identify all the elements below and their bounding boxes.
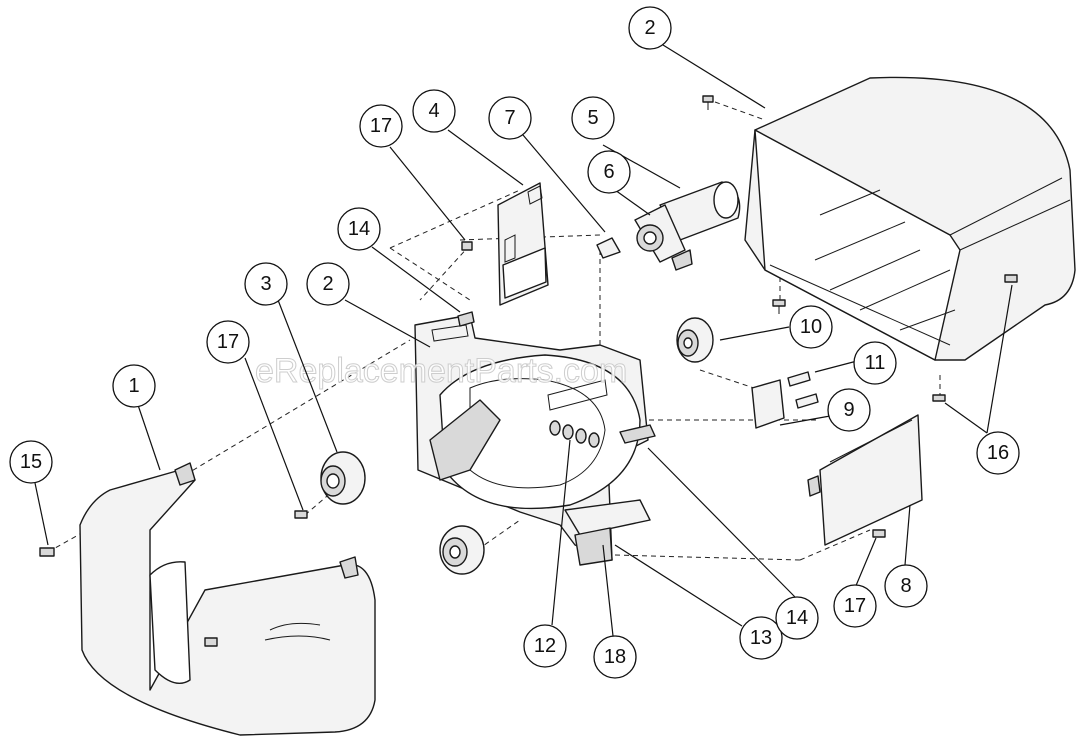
callout-label: 17 [844, 595, 866, 617]
callout-17-a: 17 [359, 104, 403, 148]
circuit-board-upper [497, 182, 549, 306]
screw-top [702, 95, 714, 110]
callout-17-b: 17 [206, 320, 250, 364]
screw-15 [39, 547, 55, 557]
callout-label: 14 [348, 218, 370, 240]
callout-7: 7 [488, 96, 532, 140]
callout-10: 10 [789, 305, 833, 349]
callout-label: 8 [900, 575, 911, 597]
callout-2-top: 2 [628, 6, 672, 50]
leader-lines [34, 44, 1013, 637]
screw-17-a [461, 241, 473, 251]
screw-lens [204, 637, 218, 647]
callout-label: 18 [604, 646, 626, 668]
housing-cover [744, 76, 1076, 361]
watermark-text: eReplacementParts.com [255, 352, 627, 390]
callout-label: 14 [786, 607, 808, 629]
callout-label: 5 [587, 107, 598, 129]
callout-2-b: 2 [306, 262, 350, 306]
callout-label: 3 [260, 273, 271, 295]
callout-8: 8 [884, 564, 928, 608]
callout-label: 7 [504, 107, 515, 129]
screw-16-b [932, 394, 946, 402]
screw-17-c [872, 529, 886, 538]
callout-label: 2 [644, 17, 655, 39]
callout-label: 12 [534, 635, 556, 657]
motor-bracket [596, 237, 621, 259]
callout-label: 6 [603, 161, 614, 183]
callout-label: 13 [750, 627, 772, 649]
lens-cover [79, 462, 376, 736]
callout-16: 16 [976, 431, 1020, 475]
callout-label: 2 [322, 273, 333, 295]
callout-18: 18 [593, 635, 637, 679]
callout-17-c: 17 [833, 584, 877, 628]
motor-assembly [634, 181, 741, 271]
callout-label: 17 [217, 331, 239, 353]
callout-14-a: 14 [337, 207, 381, 251]
callout-label: 11 [865, 352, 886, 374]
sprocket [320, 451, 366, 505]
logic-board [807, 414, 923, 546]
terminals [787, 371, 819, 409]
callout-3: 3 [244, 262, 288, 306]
callout-label: 16 [987, 442, 1009, 464]
screw-17-b [294, 510, 308, 519]
callout-label: 4 [428, 100, 439, 122]
small-board [751, 379, 785, 429]
callout-13: 13 [739, 616, 783, 660]
callout-11: 11 [853, 341, 897, 385]
chassis-frame [414, 311, 656, 566]
callout-label: 9 [843, 399, 854, 421]
callout-label: 15 [20, 451, 42, 473]
screw-16-a [1004, 274, 1018, 283]
callout-1: 1 [112, 364, 156, 408]
screw-cover-mid [772, 299, 786, 314]
callout-6: 6 [587, 150, 631, 194]
callout-9: 9 [827, 388, 871, 432]
callout-4: 4 [412, 89, 456, 133]
drive-gear [676, 317, 714, 363]
callout-15: 15 [9, 440, 53, 484]
callout-label: 17 [370, 115, 392, 137]
callout-14-b: 14 [775, 596, 819, 640]
light-socket [439, 525, 485, 575]
callout-12: 12 [523, 624, 567, 668]
callout-label: 1 [128, 375, 139, 397]
callout-label: 10 [800, 316, 822, 338]
callout-5: 5 [571, 96, 615, 140]
